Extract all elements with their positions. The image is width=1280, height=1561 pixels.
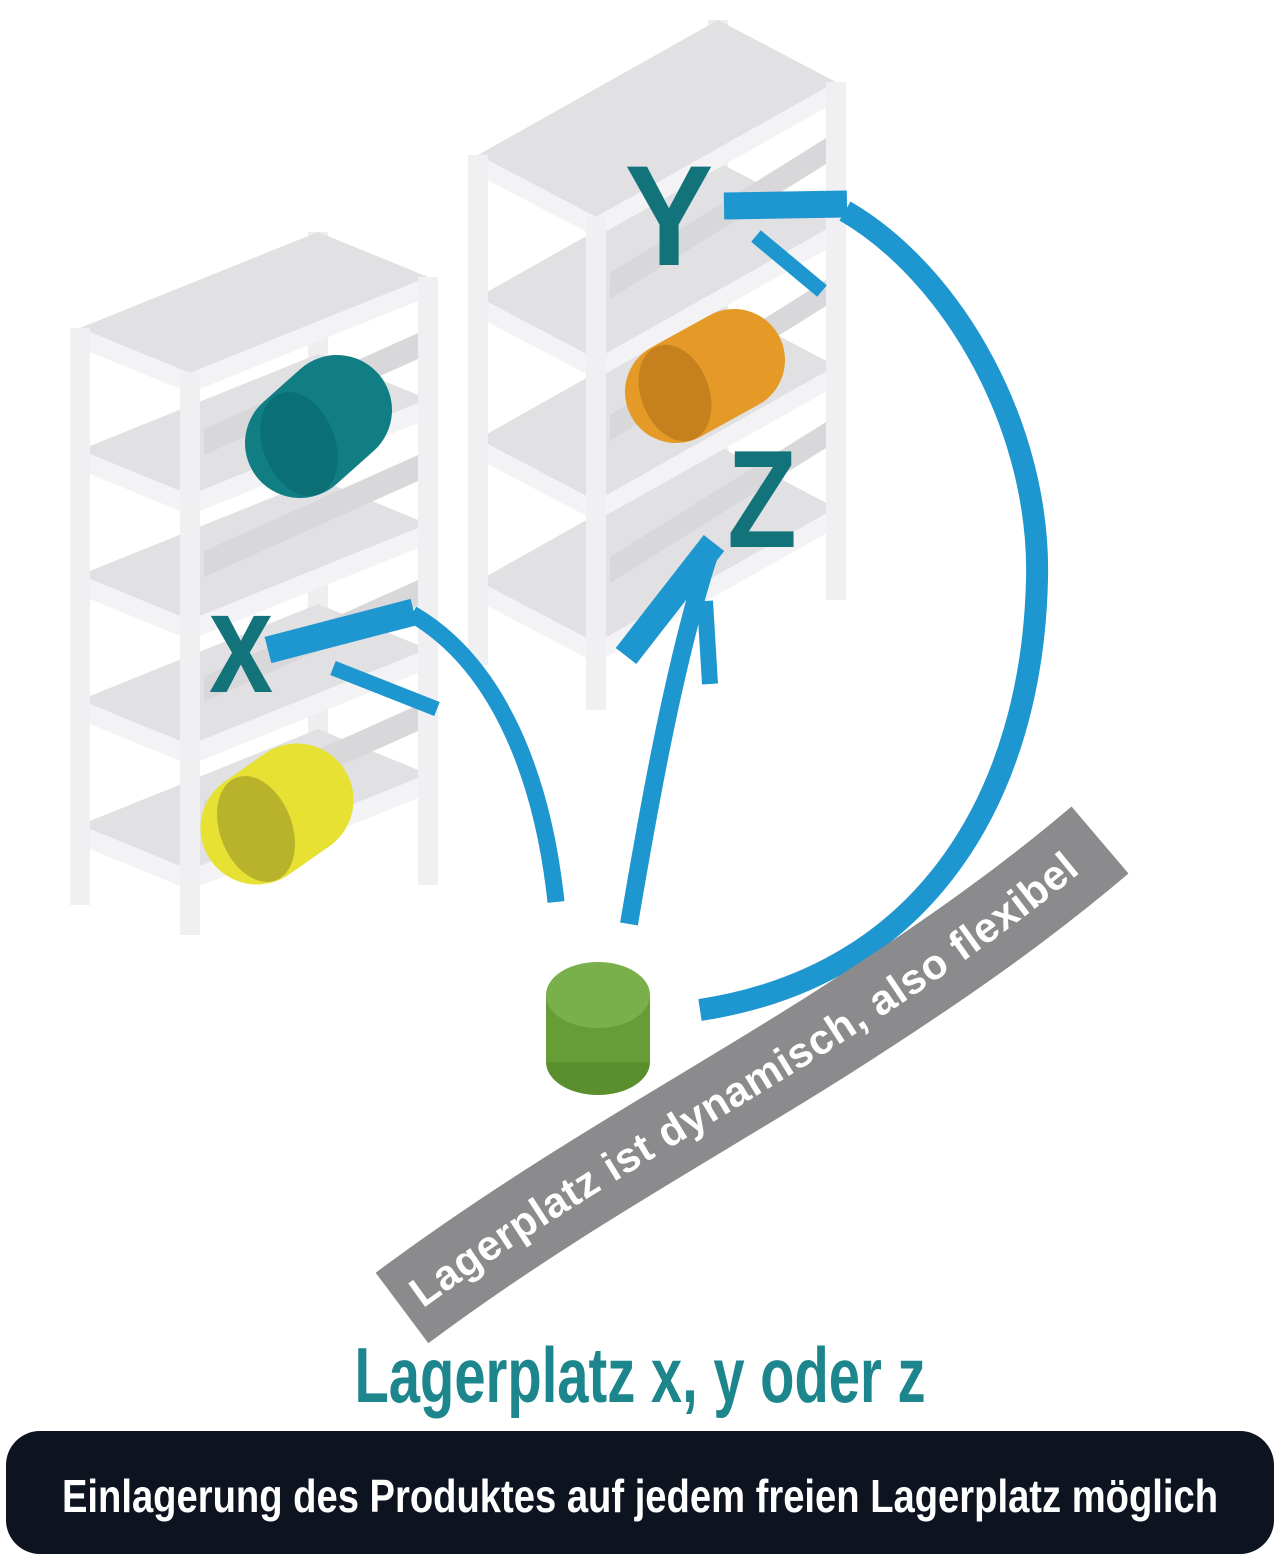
cylinder-orange-cap: [638, 344, 712, 442]
shelf-post: [418, 277, 438, 885]
label-x: x: [209, 562, 273, 723]
ribbon: Lagerplatz ist dynamisch, also flexibel: [375, 806, 1129, 1344]
ribbon-text: Lagerplatz ist dynamisch, also flexibel: [401, 843, 1087, 1316]
shelf-post: [586, 217, 606, 710]
shelf-post: [180, 373, 200, 935]
arrow-to-x-barb: [330, 661, 440, 716]
caption-text: Lagerplatz x, y oder z: [354, 1332, 925, 1419]
shelf-unit-left: [70, 232, 438, 935]
arrow-to-z-barb: [697, 600, 718, 685]
arrow-to-z: [615, 535, 725, 926]
cylinder-green-product: [546, 962, 650, 1095]
ribbon-band: [375, 806, 1129, 1344]
banner: Einlagerung des Produktes auf jedem frei…: [6, 1431, 1274, 1554]
cylinder-yellow: [200, 743, 354, 885]
shelf-post: [468, 155, 488, 665]
cylinder-teal: [245, 355, 392, 498]
arrow-to-x-head: [264, 598, 418, 664]
arrow-to-z-shaft: [620, 546, 720, 926]
shelf-post: [826, 82, 846, 600]
arrow-to-x: [264, 598, 565, 903]
banner-text: Einlagerung des Produktes auf jedem frei…: [62, 1471, 1218, 1522]
cylinder-teal-cap: [260, 391, 338, 497]
cylinder-orange: [625, 309, 785, 443]
label-z: Z: [727, 421, 797, 576]
cylinder-yellow-cap: [217, 776, 295, 882]
cylinder-green-top: [546, 962, 650, 1028]
arrow-to-z-head: [615, 535, 725, 664]
arrow-to-y-shaft: [698, 201, 1049, 1021]
banner-background: [6, 1431, 1274, 1554]
arrow-to-y-head: [723, 190, 848, 220]
shelf-post: [70, 328, 90, 905]
arrow-to-y: [698, 190, 1049, 1021]
label-y: Y: [625, 137, 714, 296]
arrow-to-x-shaft: [407, 606, 565, 903]
arrow-to-y-barb: [751, 230, 827, 297]
